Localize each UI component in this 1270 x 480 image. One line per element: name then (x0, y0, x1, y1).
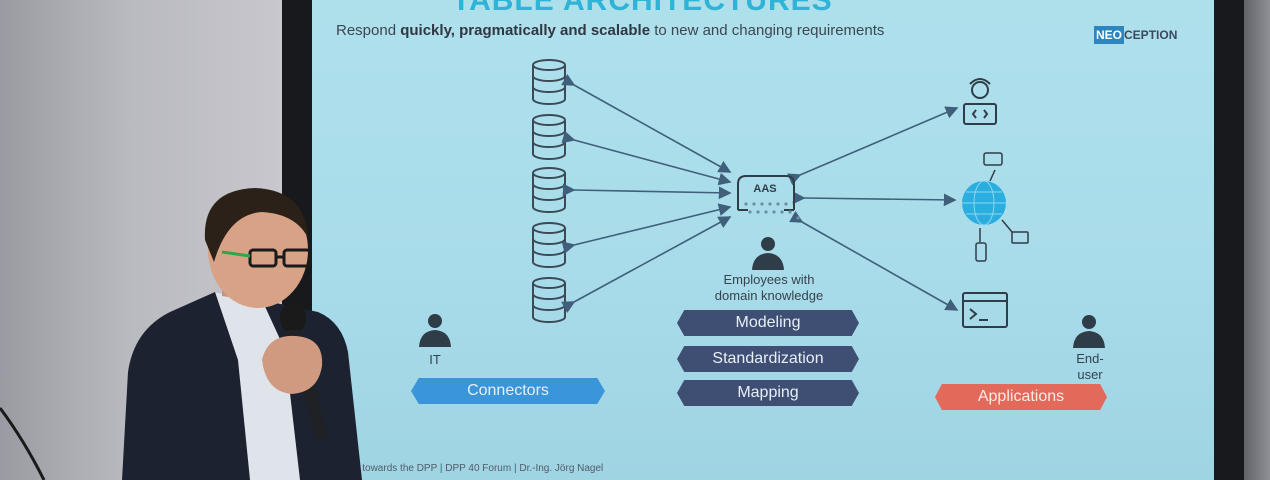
architecture-diagram: AAS (419, 59, 1105, 348)
aas-label: AAS (753, 183, 776, 195)
mapping-pill: Mapping (677, 380, 859, 406)
applications-pill: Applications (935, 384, 1107, 410)
developer-icon (963, 78, 997, 125)
modeling-pill: Modeling (677, 310, 859, 336)
terminal-icon (962, 292, 1008, 328)
person-icon (1073, 315, 1105, 348)
aas-icon (737, 175, 800, 220)
slide-subtitle: Respond quickly, pragmatically and scala… (336, 22, 885, 39)
standardization-pill: Standardization (677, 346, 859, 372)
slide-title: TABLE ARCHITECTURES (452, 0, 833, 17)
person-icon (752, 237, 784, 270)
enduser-label: End-user (1076, 351, 1104, 382)
person-icon (419, 314, 451, 347)
glasses (221, 248, 312, 268)
slide-footer: path towards the DPP | DPP 40 Forum | Dr… (340, 463, 604, 474)
projected-slide: TABLE ARCHITECTURES Respond quickly, pra… (312, 0, 1214, 480)
wall-right (1240, 0, 1270, 480)
connection-arrows (561, 73, 959, 313)
it-label: IT (429, 352, 441, 367)
globe-network-icon (962, 152, 1029, 262)
connectors-pill: Connectors (411, 378, 605, 404)
